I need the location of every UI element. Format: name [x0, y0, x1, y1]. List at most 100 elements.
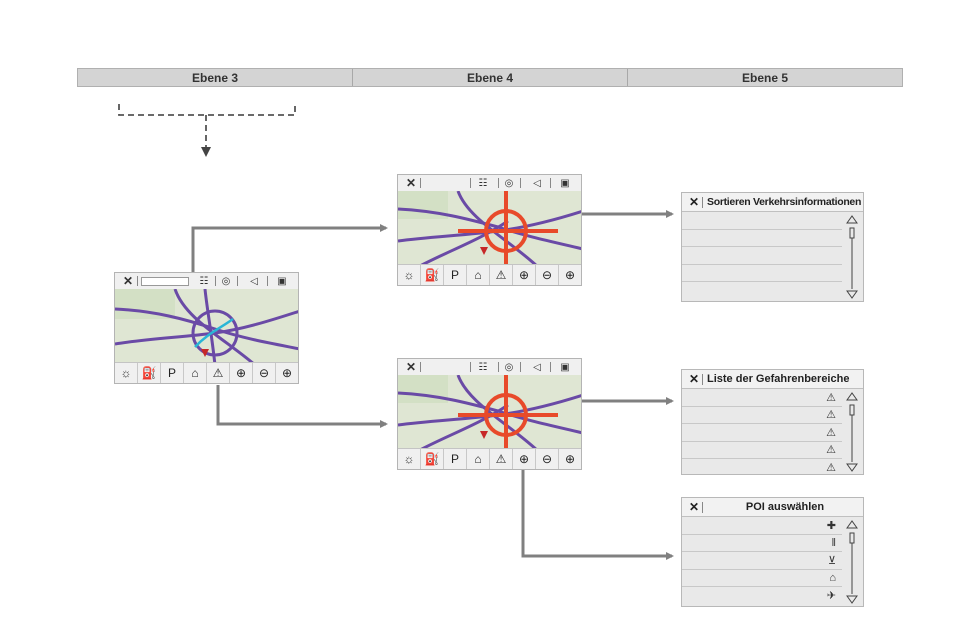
map-view[interactable]	[115, 289, 298, 363]
traffic-list-icon[interactable]: ☷	[478, 177, 488, 189]
menu-icon[interactable]: ▣	[277, 275, 287, 287]
scroll-thumb	[849, 532, 855, 544]
weather-icon[interactable]: ☼	[398, 265, 421, 285]
map-screen-level4-bottom: ✕ ☷ ◎ ◁ ▣ ☼ ⛽	[397, 358, 582, 470]
traffic-list-icon[interactable]: ☷	[199, 275, 209, 287]
warning-icon[interactable]: ⚠	[490, 265, 513, 285]
scroll-thumb	[849, 227, 855, 239]
airport-icon: ✈	[826, 590, 836, 603]
warning-icon: ⚠	[826, 444, 836, 457]
list-item[interactable]: ⚠	[682, 407, 842, 424]
zoom-out-icon[interactable]: ⊖	[536, 265, 559, 285]
weather-icon[interactable]: ☼	[115, 363, 138, 383]
close-icon[interactable]: ✕	[688, 372, 700, 386]
map-view[interactable]	[398, 191, 581, 265]
car-icon[interactable]: ◎	[504, 361, 514, 373]
compass-icon[interactable]: ◁	[250, 275, 258, 287]
warning-icon: ⚠	[826, 426, 836, 439]
zoom-plus-icon[interactable]: ⊕	[281, 366, 293, 380]
warning-icon[interactable]: ⚠	[207, 363, 230, 383]
zoom-in-icon[interactable]: ⊕	[513, 265, 536, 285]
weather-icon[interactable]: ☼	[398, 449, 421, 469]
list-item[interactable]: ✚	[682, 517, 842, 535]
menu-icon[interactable]: ▣	[560, 177, 570, 189]
scrollbar[interactable]	[845, 392, 859, 472]
level-4-header: Ebene 4	[353, 69, 628, 86]
fuel-icon[interactable]: ⛽	[138, 363, 161, 383]
list-item[interactable]: ⌂	[682, 570, 842, 587]
close-icon[interactable]: ✕	[688, 500, 700, 514]
fuel-icon[interactable]: ⛽	[421, 449, 444, 469]
map-toolbar: ✕ ☷ ◎ ◁ ▣	[115, 273, 298, 290]
list-item[interactable]: ✈	[682, 587, 842, 605]
zoom-in-icon[interactable]: ⊕	[230, 363, 253, 383]
level-header-bar: Ebene 3 Ebene 4 Ebene 5	[77, 68, 903, 87]
menu-icon[interactable]: ▣	[560, 361, 570, 373]
list-item[interactable]	[682, 265, 842, 282]
list-item[interactable]: ⚠	[682, 459, 842, 477]
panel-list: ✚ ǁ ⊻ ⌂ ✈	[682, 517, 842, 605]
close-icon[interactable]: ✕	[122, 274, 134, 288]
scroll-up-icon	[846, 392, 858, 401]
level-5-header: Ebene 5	[741, 70, 789, 85]
scrollbar[interactable]	[845, 520, 859, 604]
panel-title: Sortieren Verkehrsinformationen	[707, 196, 862, 208]
list-item[interactable]	[682, 212, 842, 230]
map-toolbar: ✕ ☷ ◎ ◁ ▣	[398, 359, 581, 376]
hotel-icon[interactable]: ⌂	[467, 449, 490, 469]
search-field[interactable]	[141, 277, 189, 286]
compass-icon[interactable]: ◁	[533, 361, 541, 373]
warning-icon: ⚠	[826, 391, 836, 404]
panel-list	[682, 212, 842, 300]
scroll-down-icon	[846, 463, 858, 472]
first-aid-icon: ✚	[826, 519, 836, 532]
close-icon[interactable]: ✕	[688, 195, 700, 209]
level-3-header: Ebene 3	[78, 69, 353, 86]
parking-icon[interactable]: P	[444, 265, 467, 285]
panel-title: POI auswählen	[745, 501, 825, 513]
sort-traffic-panel: ✕ Sortieren Verkehrsinformationen	[681, 192, 864, 302]
car-icon[interactable]: ◎	[504, 177, 514, 189]
scroll-thumb	[849, 404, 855, 416]
list-item[interactable]	[682, 247, 842, 265]
close-icon[interactable]: ✕	[405, 176, 417, 190]
scroll-down-icon	[846, 290, 858, 299]
compass-icon[interactable]: ◁	[533, 177, 541, 189]
scrollbar[interactable]	[845, 215, 859, 299]
map-bottom-bar: ☼ ⛽ P ⌂ ⚠ ⊕ ⊖ ⊕	[115, 362, 298, 383]
list-item[interactable]: ⚠	[682, 442, 842, 459]
parking-icon[interactable]: P	[444, 449, 467, 469]
list-item[interactable]: ⚠	[682, 424, 842, 442]
list-item[interactable]: ⊻	[682, 552, 842, 570]
traffic-list-icon[interactable]: ☷	[478, 361, 488, 373]
hotel-icon[interactable]: ⌂	[184, 363, 207, 383]
zoom-in-icon[interactable]: ⊕	[513, 449, 536, 469]
list-item[interactable]	[682, 282, 842, 300]
warning-icon[interactable]: ⚠	[490, 449, 513, 469]
map-roads	[398, 375, 581, 449]
panel-header: ✕ Sortieren Verkehrsinformationen	[682, 193, 863, 212]
list-item[interactable]: ⚠	[682, 389, 842, 407]
zoom-plus-icon[interactable]: ⊕	[564, 452, 576, 466]
map-view[interactable]	[398, 375, 581, 449]
poi-select-panel: ✕ POI auswählen ✚ ǁ ⊻ ⌂ ✈	[681, 497, 864, 607]
fuel-icon[interactable]: ⛽	[421, 265, 444, 285]
list-item[interactable]	[682, 230, 842, 247]
panel-header: ✕ Liste der Gefahrenbereiche	[682, 370, 863, 389]
map-bottom-bar: ☼ ⛽ P ⌂ ⚠ ⊕ ⊖ ⊕	[398, 264, 581, 285]
scroll-down-icon	[846, 595, 858, 604]
panel-list: ⚠ ⚠ ⚠ ⚠ ⚠	[682, 389, 842, 477]
zoom-out-icon[interactable]: ⊖	[253, 363, 276, 383]
shopping-cart-icon: ⊻	[827, 554, 836, 567]
restaurant-icon: ǁ	[831, 536, 836, 549]
building-icon: ⌂	[829, 571, 836, 584]
dashed-bracket	[118, 104, 296, 157]
zoom-out-icon[interactable]: ⊖	[536, 449, 559, 469]
parking-icon[interactable]: P	[161, 363, 184, 383]
car-icon[interactable]: ◎	[221, 275, 231, 287]
close-icon[interactable]: ✕	[405, 360, 417, 374]
zoom-plus-icon[interactable]: ⊕	[564, 268, 576, 282]
map-screen-level4-top: ✕ ☷ ◎ ◁ ▣ ☼ ⛽	[397, 174, 582, 286]
list-item[interactable]: ǁ	[682, 535, 842, 552]
hotel-icon[interactable]: ⌂	[467, 265, 490, 285]
